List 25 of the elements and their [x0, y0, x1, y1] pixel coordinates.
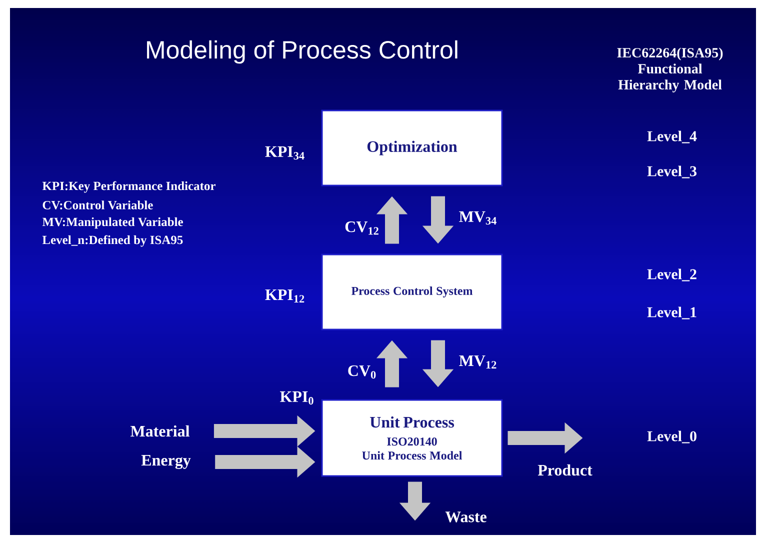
edge-label: CV$_{0}$ [348, 365, 376, 379]
definition-text: CV:Control Variable [42, 200, 153, 210]
edge-label: MV$_{34}$ [459, 211, 496, 225]
kpi-label: KPI$_{34}$ [265, 146, 304, 160]
definition-text: Level_n:Defined by ISA95 [42, 235, 183, 247]
edge-label: Waste [445, 512, 486, 522]
process-box: Unit Process ISO20140 Unit Process Model [321, 399, 503, 477]
edge-label: Product [538, 464, 592, 476]
title: Modeling of Process Control [147, 40, 458, 64]
process-box: Optimization [321, 110, 503, 186]
input-label: Material [130, 425, 190, 437]
kpi-label: KPI$_{12}$ [265, 289, 304, 303]
level-label: Level_0 [647, 430, 696, 444]
input-label: Energy [141, 455, 191, 469]
process-box: Process Control System [321, 254, 503, 330]
heading-note: IEC62264(ISA95) Functional Hierarchy Model [617, 48, 723, 92]
level-label: Level_1 [647, 306, 696, 320]
level-label: Level_3 [647, 166, 696, 178]
definition-text: KPI:Key Performance Indicator [42, 181, 216, 193]
edge-label: MV$_{12}$ [459, 355, 496, 369]
definition-text: MV:Manipulated Variable [42, 217, 183, 229]
edge-label: CV$_{12}$ [345, 221, 378, 235]
level-label: Level_2 [647, 268, 696, 282]
level-label: Level_4 [647, 130, 697, 144]
kpi-label: KPI$_{0}$ [280, 391, 314, 405]
